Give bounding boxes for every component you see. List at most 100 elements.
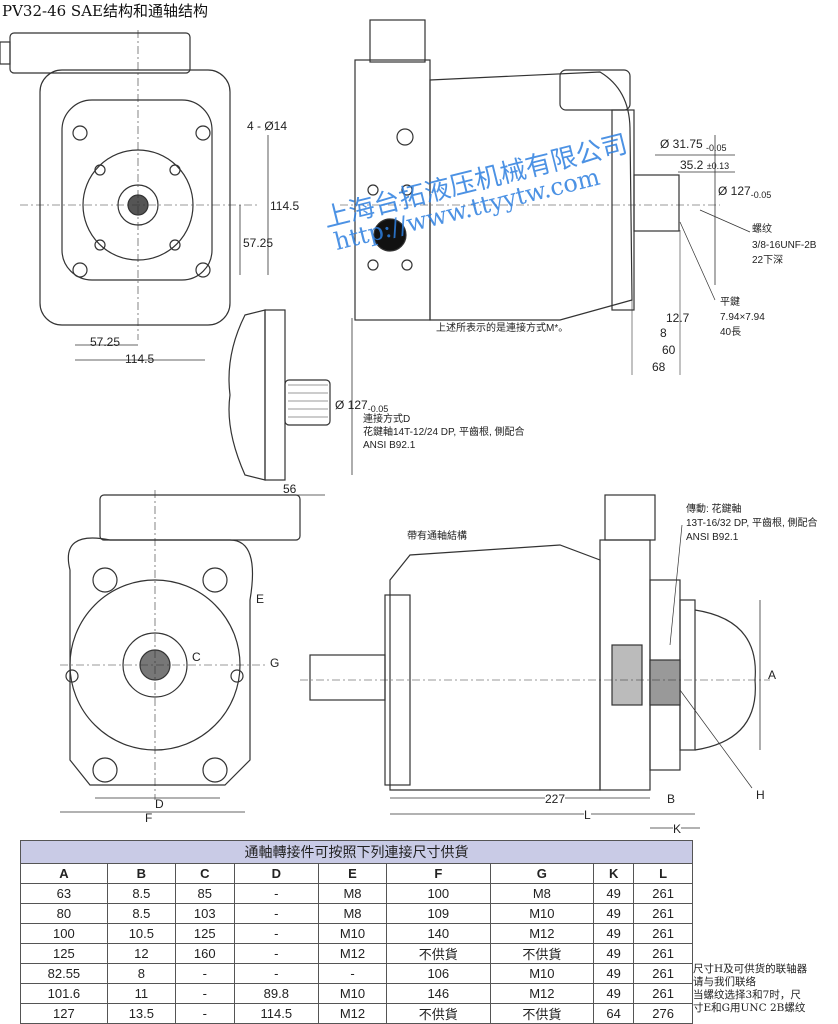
dim-half-height: 57.25 <box>243 236 274 250</box>
table-cell: 125 <box>20 943 108 964</box>
table-caption: 通軸轉接件可按照下列連接尺寸供貨 <box>20 840 693 864</box>
note: 尺寸H及可供货的联轴器 请与我们联络 当螺纹选择3和7时，尺 寸E和G用UNC … <box>693 963 807 1015</box>
table-cell: - <box>233 963 319 984</box>
table-cell: 不供貨 <box>489 943 595 964</box>
table-cell: M10 <box>317 923 388 944</box>
spline-pilot-dia-tol: -0.05 <box>367 404 389 414</box>
through-front-view-drawing <box>60 490 301 813</box>
note-line: 寸E和G用UNC 2B螺纹 <box>693 1002 806 1014</box>
table-cell: 103 <box>174 903 235 924</box>
drive-line3: ANSI B92.1 <box>686 532 739 543</box>
through-side-view-drawing <box>300 494 770 829</box>
column-header: B <box>106 863 176 884</box>
column-header: K <box>593 863 635 884</box>
table-cell: - <box>174 963 235 984</box>
table-cell: 89.8 <box>233 983 319 1004</box>
label-e: E <box>256 592 265 606</box>
table-cell: 261 <box>633 903 693 924</box>
key-label: 平鍵 <box>720 297 740 308</box>
table-cell: 261 <box>633 943 693 964</box>
label-f: F <box>145 811 153 825</box>
label-c: C <box>192 650 201 664</box>
dim-12-7: 12.7 <box>666 311 690 325</box>
table-cell: 261 <box>633 883 693 904</box>
dim-shaft-dia: Ø 31.75 <box>660 137 703 151</box>
column-header: E <box>317 863 388 884</box>
table-cell: 261 <box>633 983 693 1004</box>
table-cell: 127 <box>20 1003 108 1024</box>
table-cell: 49 <box>593 943 635 964</box>
table-cell: 11 <box>106 983 176 1004</box>
table-cell: - <box>233 903 319 924</box>
dim-pilot-dia-tol: -0.05 <box>750 190 772 200</box>
table-cell: M10 <box>489 903 595 924</box>
table-cell: M12 <box>317 1003 388 1024</box>
table-cell: 49 <box>593 983 635 1004</box>
table-cell: 49 <box>593 903 635 924</box>
table-cell: 100 <box>386 883 491 904</box>
table-cell: - <box>233 923 319 944</box>
dim-56: 56 <box>283 482 297 496</box>
dim-height: 114.5 <box>270 199 300 213</box>
label-k: K <box>673 822 682 836</box>
table-cell: - <box>317 963 388 984</box>
table-cell: M12 <box>489 983 595 1004</box>
dim-pilot-dia: Ø 127 <box>718 184 751 198</box>
table-cell: 261 <box>633 923 693 944</box>
table-cell: 101.6 <box>20 983 108 1004</box>
table-cell: 160 <box>174 943 235 964</box>
table-cell: 不供貨 <box>386 943 491 964</box>
table-cell: 63 <box>20 883 108 904</box>
front-view-drawing <box>0 30 269 361</box>
side-view-caption: 上述所表示的是連接方式M*。 <box>436 323 569 334</box>
table-cell: M10 <box>317 983 388 1004</box>
table-cell: 80 <box>20 903 108 924</box>
dim-8: 8 <box>660 326 667 340</box>
dim-227: 227 <box>545 792 566 806</box>
column-header: L <box>633 863 693 884</box>
label-l: L <box>584 808 591 822</box>
drive-line2: 13T-16/32 DP, 平齒根, 側配合 <box>686 518 818 529</box>
table-cell: 125 <box>174 923 235 944</box>
spline-line3: ANSI B92.1 <box>363 440 416 451</box>
note-line: 请与我们联络 <box>693 976 756 988</box>
dim-half-width: 57.25 <box>90 335 121 349</box>
label-d: D <box>155 797 164 811</box>
note-line: 当螺纹选择3和7时，尺 <box>693 989 801 1001</box>
spline-line2: 花鍵軸14T-12/24 DP, 平齒根, 側配合 <box>363 427 525 438</box>
table-cell: 109 <box>386 903 491 924</box>
table-cell: M8 <box>489 883 595 904</box>
side-view-drawing <box>340 19 751 375</box>
column-header: D <box>233 863 319 884</box>
label-a: A <box>768 668 777 682</box>
table-cell: 8.5 <box>106 883 176 904</box>
table-cell: 49 <box>593 923 635 944</box>
drive-line1: 傳動: 花鍵軸 <box>686 504 742 515</box>
table-cell: 85 <box>174 883 235 904</box>
note-line: 尺寸H及可供货的联轴器 <box>693 963 808 975</box>
dim-key-height: 35.2 <box>680 158 704 172</box>
thread-spec: 3/8-16UNF-2B <box>752 240 817 251</box>
dim-key-height-tol: ±0.13 <box>706 161 730 171</box>
table-cell: 82.55 <box>20 963 108 984</box>
column-header: A <box>20 863 108 884</box>
column-header: C <box>174 863 235 884</box>
thread-depth: 22下深 <box>752 255 784 266</box>
table-cell: 49 <box>593 963 635 984</box>
table-cell: 8.5 <box>106 903 176 924</box>
spline-line1: 連接方式D <box>363 414 411 425</box>
table-cell: - <box>174 983 235 1004</box>
spline-pilot-dia: Ø 127 <box>335 398 368 412</box>
table-cell: 276 <box>633 1003 693 1024</box>
column-header: F <box>386 863 491 884</box>
label-holes: 4 - Ø14 <box>247 119 288 133</box>
table-cell: 146 <box>386 983 491 1004</box>
table-cell: 106 <box>386 963 491 984</box>
